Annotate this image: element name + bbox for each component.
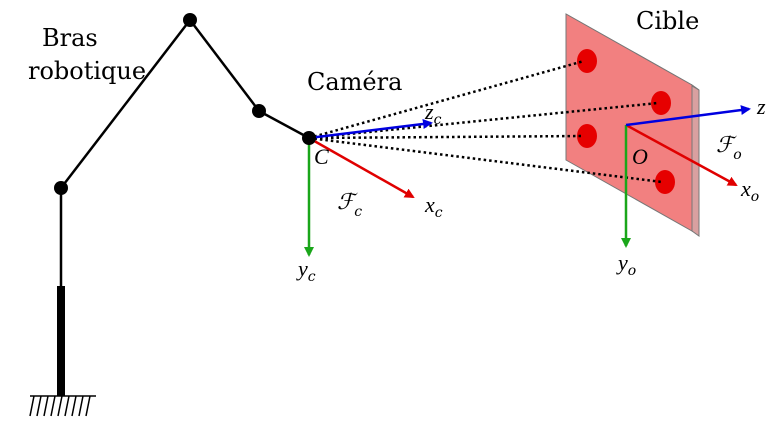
joint-base (54, 181, 68, 195)
target-frame-label: ℱo (716, 133, 742, 163)
target-dot (577, 49, 597, 73)
arm-label-line1: Bras (42, 24, 98, 52)
joint-elbow (252, 104, 266, 118)
camera-x-label: xc (425, 192, 443, 221)
target-y-label: yo (618, 250, 637, 279)
target-x-label: xo (741, 176, 760, 205)
camera-x-axis (308, 136, 415, 199)
robot-arm (60, 19, 310, 189)
arm-label-line2: robotique (28, 57, 147, 85)
target-dot (577, 124, 597, 148)
projection-rays (308, 59, 663, 184)
target-dots (577, 49, 675, 194)
camera-y-label: yc (298, 256, 316, 285)
joint-top (183, 13, 197, 27)
target-dot (651, 91, 671, 115)
camera-frame-label: ℱc (337, 190, 363, 220)
target-z-axis (625, 105, 751, 127)
camera-origin-label: C (314, 144, 329, 169)
camera-z-label: zc (425, 99, 442, 128)
robot-joints (54, 13, 316, 195)
camera-body (302, 131, 316, 145)
target-z-label: z (757, 94, 766, 119)
target-dot (655, 170, 675, 194)
camera-label: Caméra (307, 68, 403, 96)
target-label: Cible (636, 7, 700, 35)
ground-hatch (29, 395, 96, 417)
target-x-axis (625, 123, 738, 187)
camera-z-axis (308, 119, 433, 140)
target-origin-label: O (632, 144, 648, 169)
